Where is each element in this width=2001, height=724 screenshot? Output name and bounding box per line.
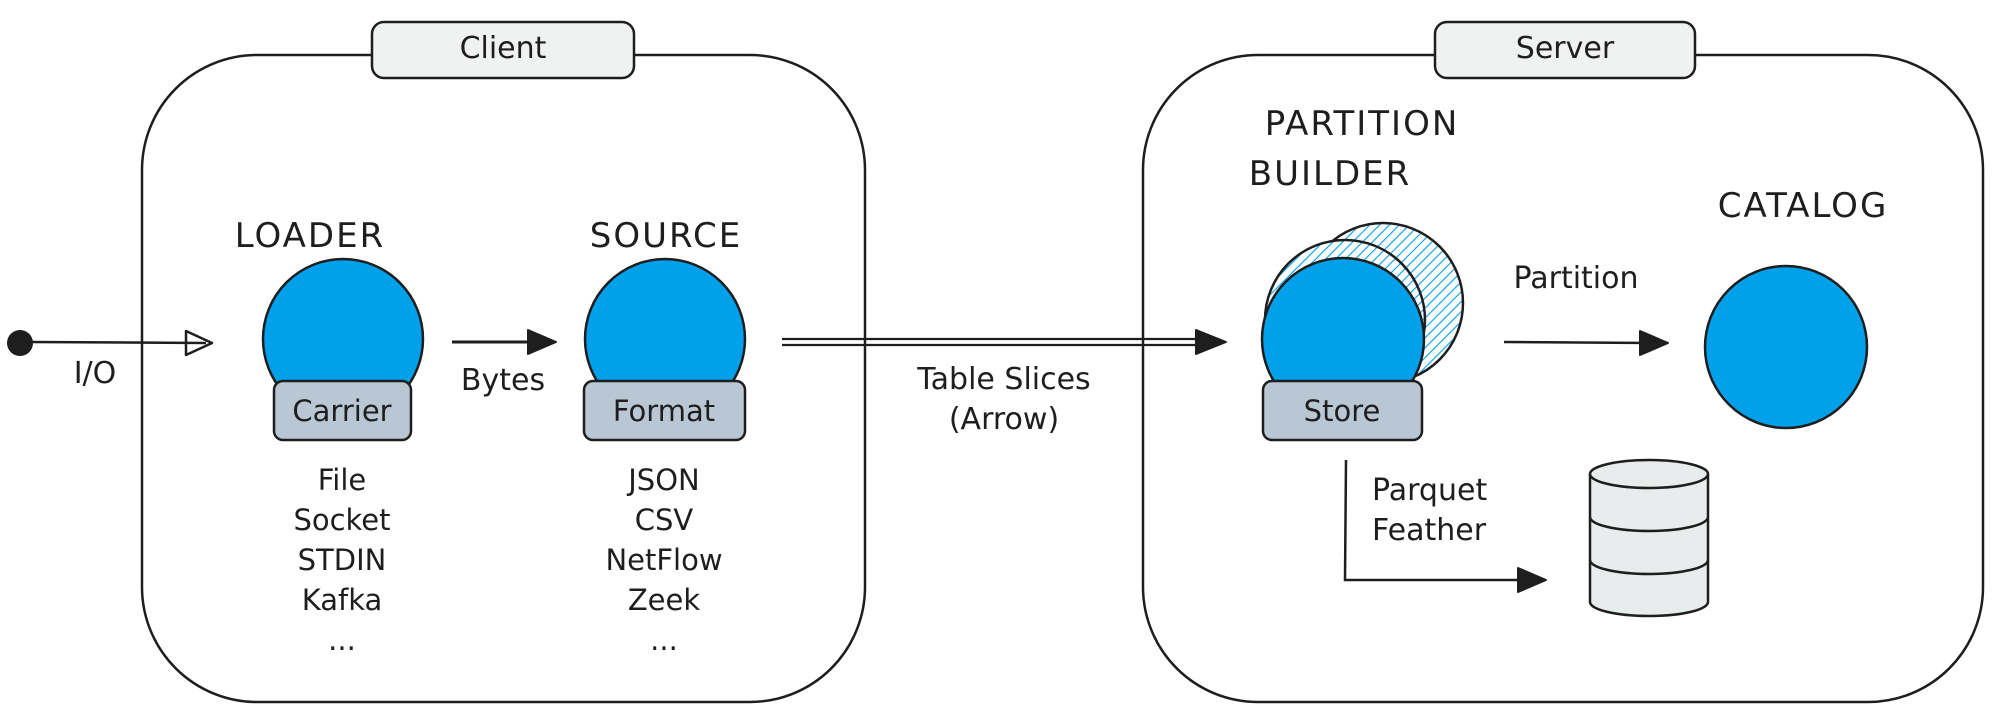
client-title-tab [370, 20, 636, 80]
server-container: Server [1141, 20, 1985, 704]
loader-title: LOADER [235, 216, 385, 256]
server-title: Server [1516, 31, 1615, 66]
partition-builder-title-line2: BUILDER [1249, 154, 1411, 194]
source-title: SOURCE [590, 216, 742, 256]
database-icon [1588, 458, 1710, 618]
io-start-dot [7, 330, 33, 356]
source-format-tag [582, 379, 747, 442]
server-title-tab [1433, 20, 1697, 80]
loader-carrier-label: Carrier [292, 394, 391, 428]
source-item: CSV [635, 503, 694, 537]
partition-builder-store-tag [1261, 379, 1424, 442]
source-item: NetFlow [605, 543, 722, 577]
source-item: Zeek [628, 583, 701, 617]
loader-item: File [318, 463, 367, 497]
loader-node: LOADER Carrier File Socket STDIN Kafka .… [235, 216, 425, 657]
io-label: I/O [74, 356, 117, 391]
bytes-arrow-head [527, 329, 557, 355]
table-slices-label-line2: (Arrow) [949, 402, 1059, 437]
table-slices-label-line1: Table Slices [916, 362, 1090, 397]
catalog-node: CATALOG [1703, 186, 1889, 430]
loader-item: Socket [293, 503, 390, 537]
bytes-edge: Bytes [452, 329, 557, 398]
partition-builder-store-label: Store [1304, 394, 1381, 428]
source-format-label: Format [613, 394, 715, 428]
loader-item: ... [328, 623, 356, 657]
partition-builder-node: PARTITION BUILDER Store [1249, 104, 1465, 442]
catalog-title: CATALOG [1718, 186, 1889, 226]
source-item: ... [650, 623, 678, 657]
source-item: JSON [626, 463, 699, 497]
loader-item: STDIN [298, 543, 387, 577]
io-arrow-head [184, 329, 214, 357]
storage-edge: Parquet Feather [1343, 459, 1547, 593]
bytes-label: Bytes [461, 363, 545, 398]
source-node: SOURCE Format JSON CSV NetFlow Zeek ... [582, 216, 747, 657]
partition-arrow-line [1503, 340, 1656, 345]
table-slices-arrow-head [1195, 329, 1227, 355]
client-container: Client [140, 20, 867, 704]
partition-label: Partition [1513, 261, 1638, 296]
storage-arrow-head [1517, 567, 1547, 593]
storage-format: Parquet [1372, 473, 1487, 508]
io-edge: I/O [7, 329, 214, 391]
table-slices-edge: Table Slices (Arrow) [782, 329, 1227, 437]
storage-format: Feather [1372, 513, 1487, 548]
io-arrow-line [29, 340, 207, 345]
catalog-circle [1703, 264, 1869, 430]
partition-arrow-head [1639, 330, 1669, 356]
partition-builder-title-line1: PARTITION [1265, 104, 1460, 144]
loader-item: Kafka [302, 583, 383, 617]
loader-carrier-tag [272, 379, 413, 442]
client-title: Client [460, 31, 547, 66]
storage-arrow-line [1343, 459, 1533, 582]
partition-edge: Partition [1503, 261, 1669, 356]
